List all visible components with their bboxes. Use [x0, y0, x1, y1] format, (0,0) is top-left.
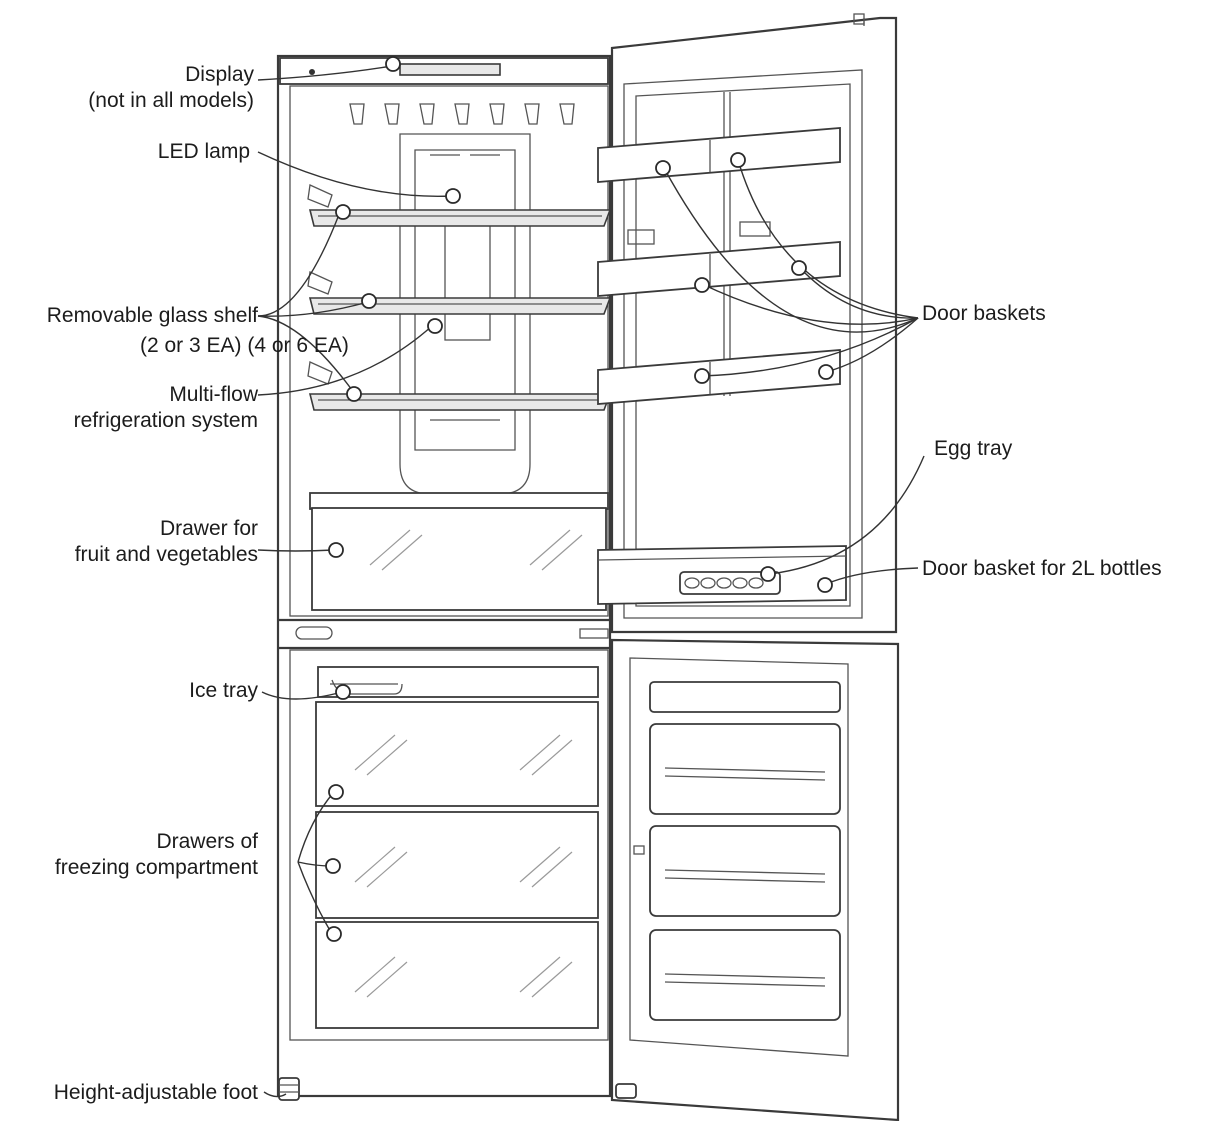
air-vents: [350, 104, 574, 124]
freezer-drawer-1: [316, 702, 598, 806]
label-glass-shelf: Removable glass shelf: [47, 303, 258, 329]
freezer-drawer-3: [316, 922, 598, 1028]
door-basket-1: [598, 128, 840, 182]
label-egg-tray: Egg tray: [934, 436, 1012, 462]
label-foot: Height-adjustable foot: [54, 1080, 258, 1106]
label-drawer-fruit: Drawer for fruit and vegetables: [75, 516, 258, 568]
freezer-door: [612, 640, 898, 1120]
label-glass-shelf-qty: (2 or 3 EA) (4 or 6 EA): [140, 333, 349, 359]
ice-tray: [318, 667, 598, 697]
fridge-door: [598, 14, 896, 632]
label-freezer-drawers: Drawers of freezing compartment: [55, 829, 258, 881]
freezer-drawer-2: [316, 812, 598, 918]
label-led-lamp: LED lamp: [158, 139, 250, 165]
glass-shelf-1: [310, 210, 610, 226]
label-display: Display (not in all models): [88, 62, 254, 114]
door-basket-3: [598, 350, 840, 404]
label-ice-tray: Ice tray: [189, 678, 258, 704]
crisper-drawer: [310, 493, 608, 610]
adjustable-foot: [279, 1078, 299, 1100]
label-door-baskets: Door baskets: [922, 301, 1046, 327]
label-bottle-basket: Door basket for 2L bottles: [922, 556, 1162, 582]
label-multiflow: Multi-flow refrigeration system: [74, 382, 258, 434]
cabinet: [278, 56, 636, 1100]
